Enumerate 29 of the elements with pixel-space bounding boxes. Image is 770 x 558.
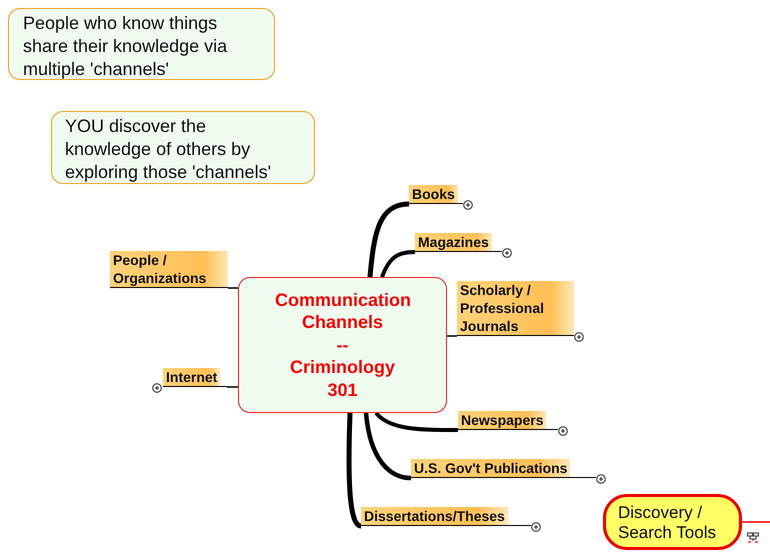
branch-topic [163,367,227,387]
branch-topic [415,231,502,252]
connector-line [447,335,457,337]
note-box: People who know things share their knowledge via multiple 'channels' [8,8,275,80]
connector-line [742,521,770,523]
topic-title: -- [336,334,350,356]
connector-line [364,412,412,480]
branch-topic [409,183,463,204]
topic-title: Criminology 301 [288,356,396,402]
topic-label: Newspapers [458,411,546,429]
connector-line [380,250,416,278]
note-box: YOU discover the knowledge of others by exploring those 'channels' [51,111,315,184]
branch-topic [458,410,558,430]
branch-topic [411,457,596,478]
branch-topic [361,505,531,526]
floating-topic: Discovery / Search Tools [603,494,742,550]
connector-line [368,202,410,278]
connector-line [228,287,238,289]
topic-label: Magazines [415,233,492,251]
topic-label: Scholarly / Professional Journals [457,281,574,335]
connector-line [374,412,458,432]
topic-label: U.S. Gov't Publications [411,459,570,477]
central-topic-box [238,277,447,413]
topic-label: Internet [163,368,220,386]
topic-label: Dissertations/Theses [361,507,508,525]
topic-label: People / Organizations [110,251,228,287]
connector-line [227,386,238,388]
topic-label: Books [409,185,458,203]
topic-title: Communication Channels [275,288,410,334]
